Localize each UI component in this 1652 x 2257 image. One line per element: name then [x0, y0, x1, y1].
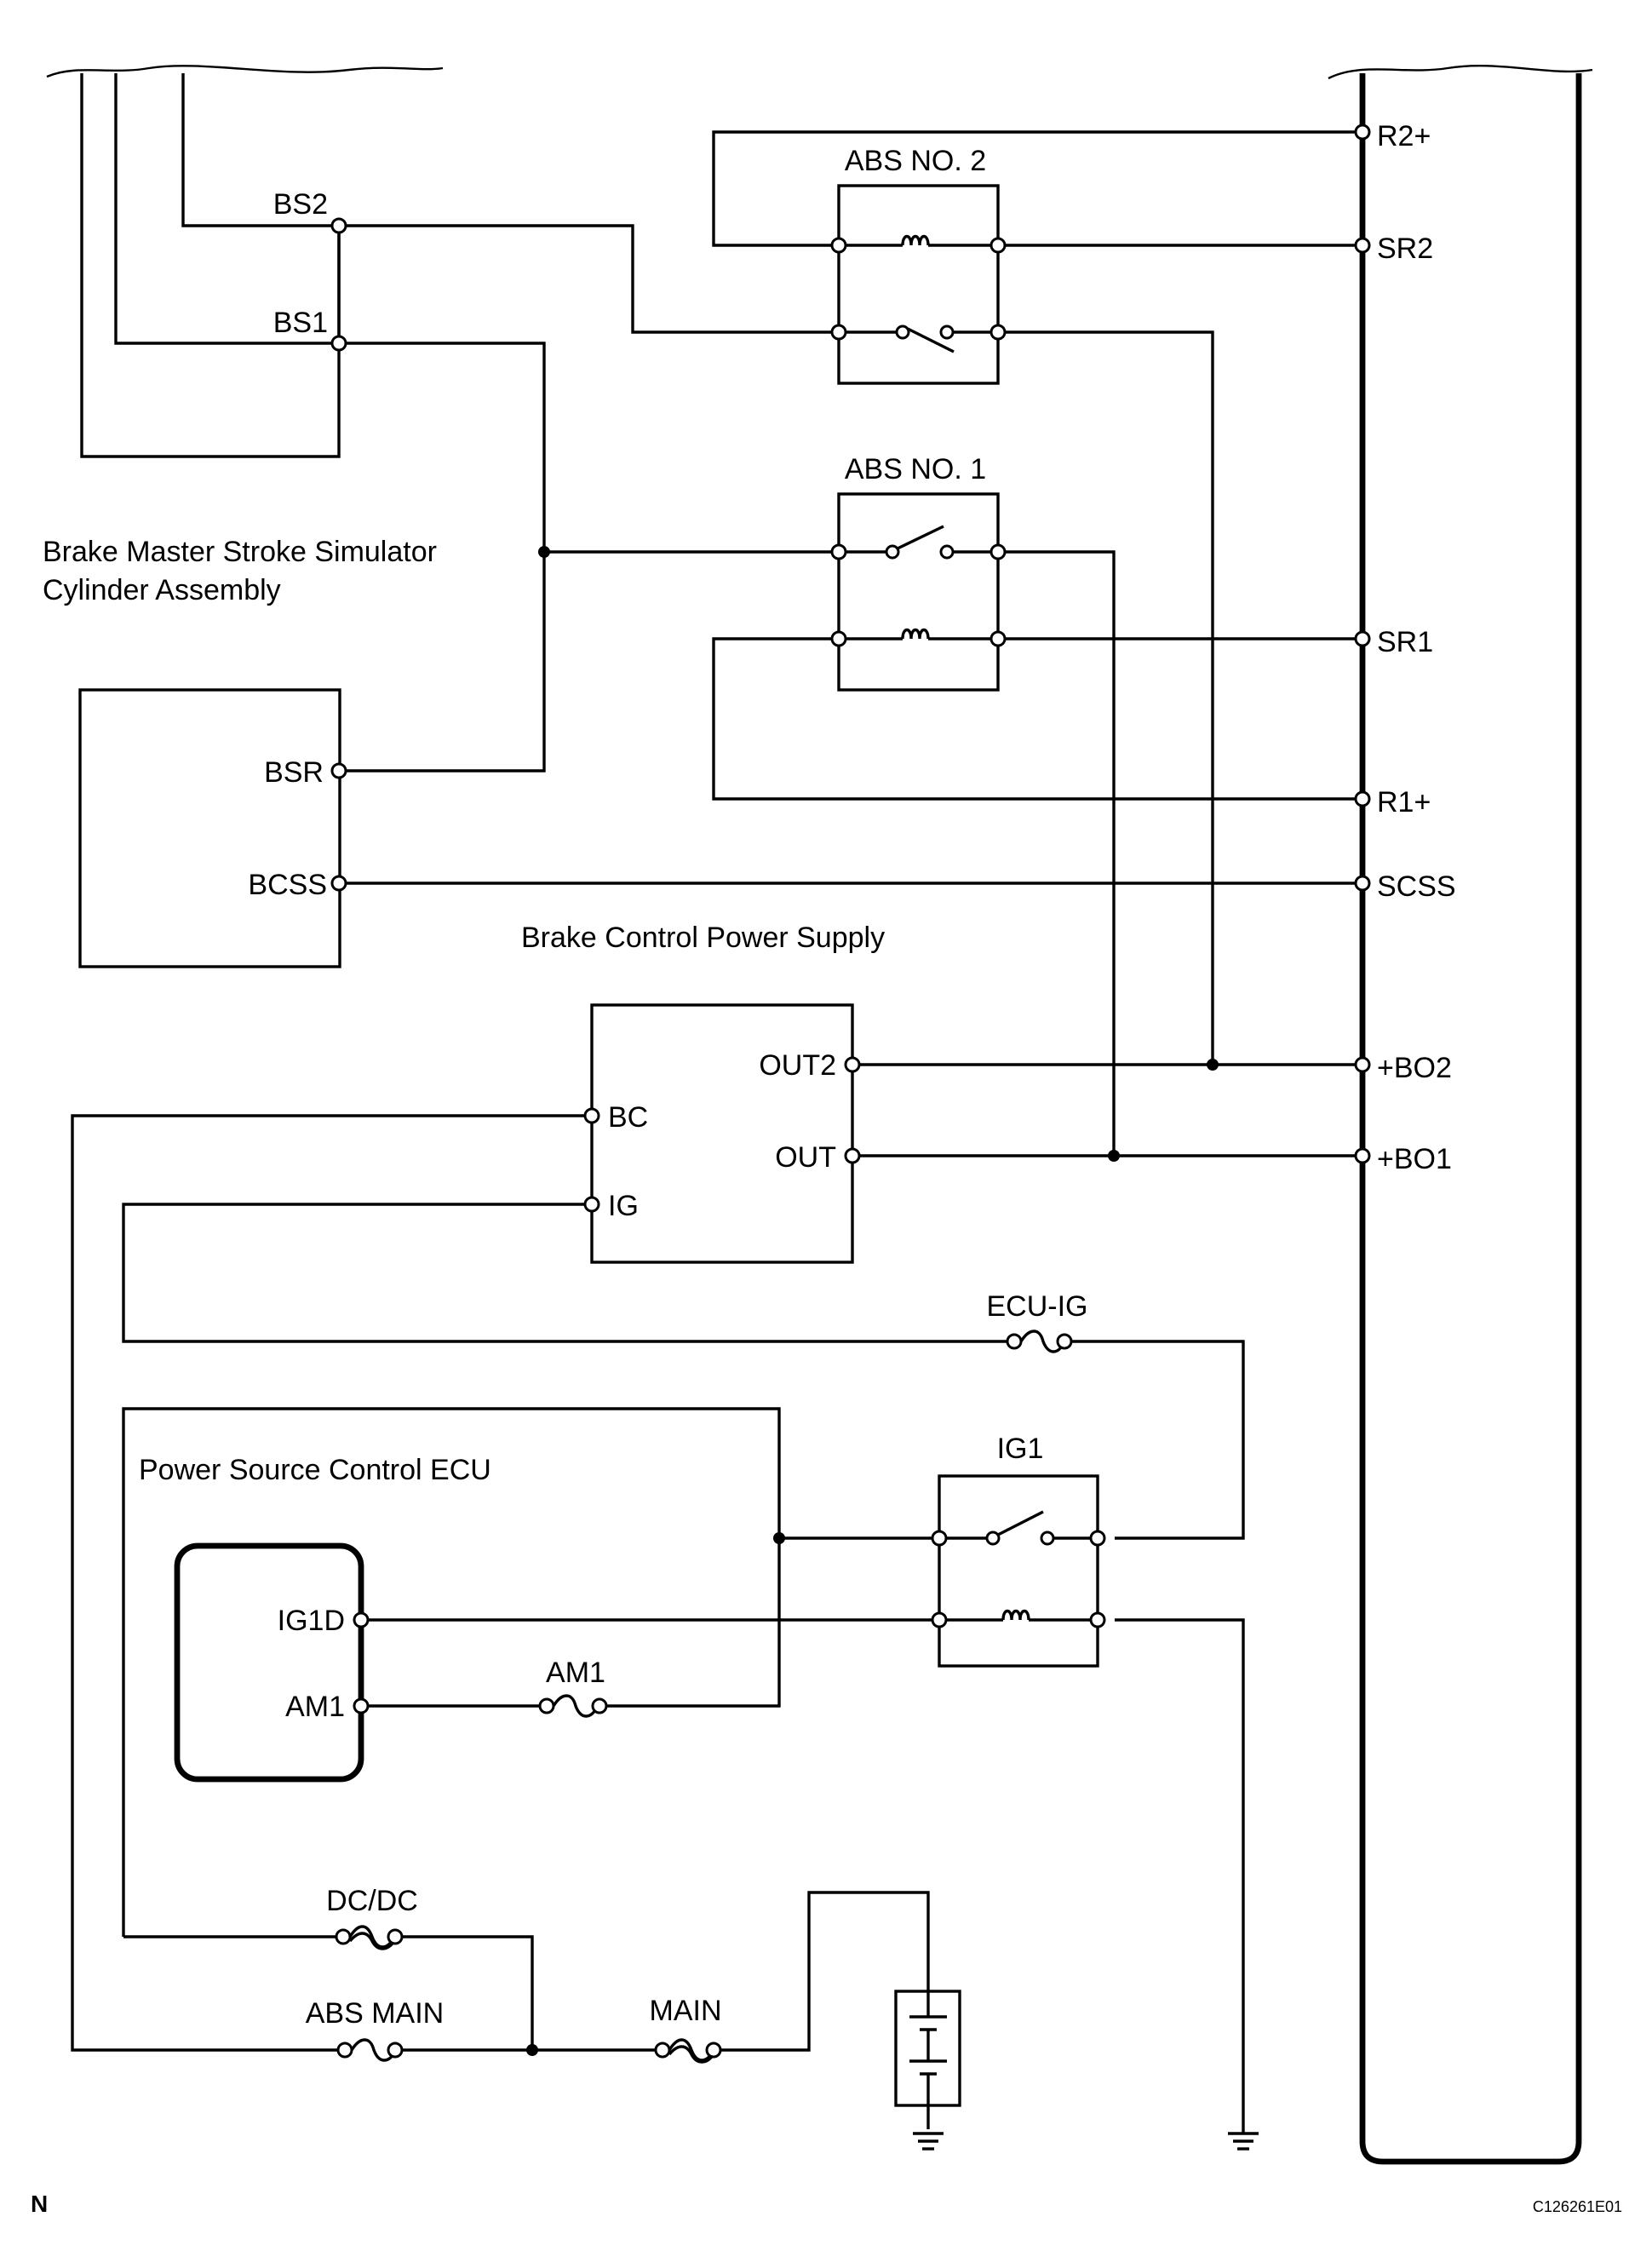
ig1d-terminal — [353, 1611, 370, 1628]
fuse-label-main: MAIN — [650, 1995, 722, 2027]
relay-label-abs-no2: ABS NO. 2 — [845, 145, 986, 177]
fuse-label-am1: AM1 — [546, 1657, 605, 1689]
power-source-control-ecu: IG1D AM1 — [174, 1542, 370, 1783]
pin-label-sr2: SR2 — [1377, 233, 1433, 265]
fuse-dcdc: DC/DC — [326, 1885, 418, 1950]
am1-terminal — [353, 1697, 370, 1714]
fuse-label-dcdc: DC/DC — [326, 1885, 418, 1917]
pin-label-bo2: +BO2 — [1377, 1052, 1452, 1084]
pin-label-bsr: BSR — [264, 756, 324, 789]
pin-label-r2-plus: R2+ — [1377, 120, 1431, 152]
component-label-brake-master-line2: Cylinder Assembly — [43, 574, 281, 606]
pin-label-scss: SCSS — [1377, 870, 1456, 903]
fuse-ecu-ig: ECU-IG — [987, 1290, 1088, 1353]
abs-no1-relay: ABS NO. 1 — [830, 453, 1007, 692]
pin-label-out: OUT — [775, 1141, 836, 1174]
fuse-icon — [348, 1925, 396, 1949]
brake-control-power-supply: OUT2 BC OUT IG — [583, 1003, 861, 1264]
figure-code: C126261E01 — [1533, 2198, 1622, 2215]
pin-label-out2: OUT2 — [759, 1049, 836, 1082]
ground-icon — [1228, 2132, 1259, 2151]
out-terminal — [844, 1147, 861, 1164]
ig1-relay: IG1 — [931, 1433, 1106, 1668]
component-label-power-source-control-ecu: Power Source Control ECU — [139, 1454, 491, 1486]
relay-switch-icon — [997, 1510, 1044, 1536]
fuse-icon — [668, 2038, 715, 2062]
component-label-brake-master-line1: Brake Master Stroke Simulator — [43, 536, 437, 568]
fuse-label-abs-main: ABS MAIN — [306, 1997, 444, 2030]
relay-coil-icon — [1001, 1609, 1030, 1621]
pin-label-sr1: SR1 — [1377, 626, 1433, 658]
pin-label-ig1d: IG1D — [278, 1605, 345, 1637]
sr2-terminal — [1354, 237, 1371, 254]
bcss-terminal — [330, 875, 347, 892]
fuse-icon — [552, 1694, 599, 1718]
pin-label-bs1: BS1 — [273, 307, 328, 339]
corner-mark: N — [31, 2191, 48, 2217]
bs2-terminal — [330, 217, 347, 234]
fuse-am1: AM1 — [538, 1657, 608, 1718]
pin-label-bs2: BS2 — [273, 188, 328, 221]
ground-icon — [913, 2132, 944, 2151]
fuse-icon — [1019, 1330, 1066, 1353]
bo2-terminal — [1354, 1056, 1371, 1073]
pin-label-ig: IG — [608, 1190, 639, 1222]
relay-label-ig1: IG1 — [997, 1433, 1044, 1465]
bsr-terminal — [330, 762, 347, 779]
relay-switch-icon — [897, 525, 944, 550]
bc-terminal — [583, 1107, 600, 1124]
battery-icon — [894, 1990, 961, 2129]
skid-control-ecu: R2+ SR2 SR1 R1+ SCSS +BO2 +BO1 — [1328, 64, 1593, 2165]
sr1-terminal — [1354, 630, 1371, 647]
abs-no2-relay: ABS NO. 2 — [830, 145, 1007, 385]
ig-terminal — [583, 1196, 600, 1213]
pin-label-bcss: BCSS — [248, 869, 327, 901]
r1-plus-terminal — [1354, 790, 1371, 807]
relay-switch-icon — [907, 327, 955, 353]
relay-coil-icon — [901, 628, 930, 640]
brake-master-stroke-simulator-lower-box: BSR BCSS — [78, 688, 347, 968]
pin-label-r1-plus: R1+ — [1377, 786, 1431, 818]
pin-label-bc: BC — [608, 1101, 648, 1134]
r2-plus-terminal — [1354, 123, 1371, 141]
pin-label-bo1: +BO1 — [1377, 1143, 1452, 1175]
brake-master-stroke-simulator-upper-box: BS2 BS1 — [46, 65, 444, 458]
fuse-icon — [350, 2038, 398, 2062]
bo1-terminal — [1354, 1147, 1371, 1164]
wires-power-supply-outputs — [859, 1059, 1356, 1162]
bs1-terminal — [330, 335, 347, 352]
pin-label-am1: AM1 — [285, 1691, 345, 1723]
wires-bottom — [71, 1114, 1245, 2134]
fuse-main: MAIN — [650, 1995, 722, 2064]
fuse-label-ecu-ig: ECU-IG — [987, 1290, 1088, 1323]
scss-terminal — [1354, 875, 1371, 892]
out2-terminal — [844, 1056, 861, 1073]
relay-label-abs-no1: ABS NO. 1 — [845, 453, 986, 485]
relay-coil-icon — [901, 234, 930, 246]
fuse-abs-main: ABS MAIN — [306, 1997, 444, 2062]
wires-top — [346, 130, 1356, 1156]
component-label-brake-control-power-supply: Brake Control Power Supply — [521, 922, 885, 954]
